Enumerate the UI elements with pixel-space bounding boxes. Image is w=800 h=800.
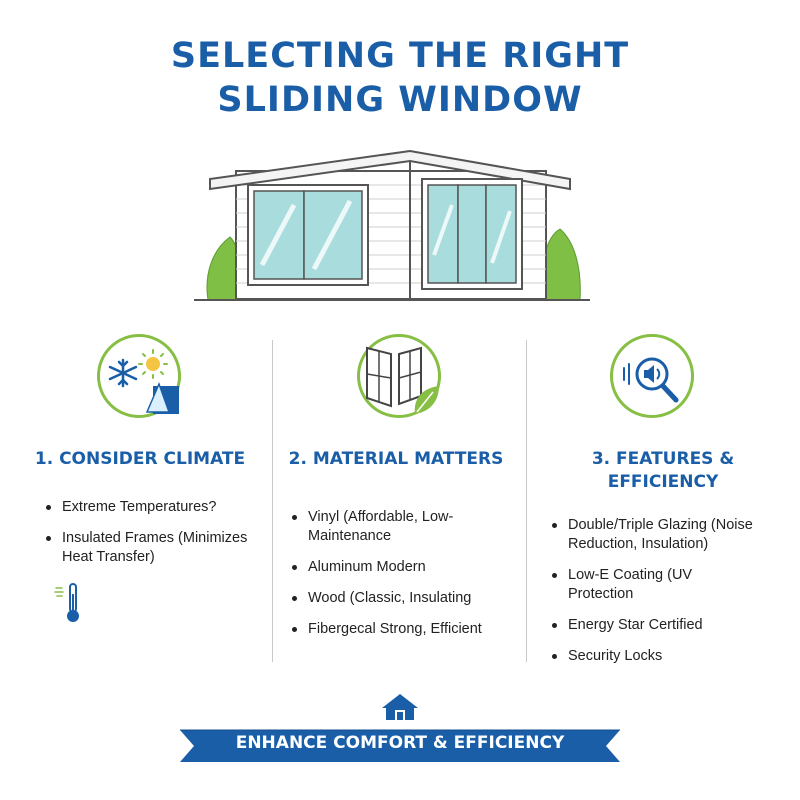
list-item: Energy Star Certified <box>552 616 800 635</box>
sound-search-icon <box>610 334 694 418</box>
title-line-2: SLIDING WINDOW <box>217 80 583 120</box>
features-heading-line-2: EFFICIENCY <box>607 472 719 492</box>
climate-list: Extreme Temperatures? Insulated Frames (… <box>46 498 286 579</box>
list-item: Low-E Coating (UV Protection <box>552 566 702 604</box>
material-column: 2. MATERIAL MATTERS Vinyl (Affordable, L… <box>278 330 522 670</box>
climate-column: 1. CONSIDER CLIMATE Extreme Temperatures… <box>20 330 260 670</box>
list-item: Wood (Classic, Insulating <box>292 589 536 608</box>
page-title: SELECTING THE RIGHT SLIDING WINDOW <box>0 34 800 122</box>
list-item: Vinyl (Affordable, Low-Maintenance <box>292 508 462 546</box>
features-heading: 3. FEATURES & EFFICIENCY <box>538 448 788 494</box>
material-heading: 2. MATERIAL MATTERS <box>288 449 504 469</box>
features-column: 3. FEATURES & EFFICIENCY Double/Triple G… <box>538 330 788 670</box>
features-list: Double/Triple Glazing (Noise Reduction, … <box>552 516 800 678</box>
material-list: Vinyl (Affordable, Low-Maintenance Alumi… <box>292 508 536 651</box>
column-divider-2 <box>526 340 527 662</box>
list-item: Insulated Frames (Minimizes Heat Transfe… <box>46 529 256 567</box>
title-line-1: SELECTING THE RIGHT <box>170 36 630 76</box>
window-leaf-icon <box>357 334 441 418</box>
house-with-sliding-windows-icon <box>194 149 590 301</box>
column-divider-1 <box>272 340 273 662</box>
list-item: Fibergecal Strong, Efficient <box>292 620 536 639</box>
list-item: Double/Triple Glazing (Noise Reduction, … <box>552 516 782 554</box>
banner-label: ENHANCE COMFORT & EFFICIENCY <box>235 733 565 753</box>
list-item: Security Locks <box>552 647 800 666</box>
house-icon <box>382 694 418 720</box>
thermometer-icon <box>54 583 79 622</box>
list-item: Aluminum Modern <box>292 558 536 577</box>
climate-icon <box>97 334 181 418</box>
ribbon-banner <box>180 694 620 762</box>
features-heading-line-1: 3. FEATURES & <box>591 449 735 469</box>
climate-heading: 1. CONSIDER CLIMATE <box>34 449 246 469</box>
list-item: Extreme Temperatures? <box>46 498 286 517</box>
